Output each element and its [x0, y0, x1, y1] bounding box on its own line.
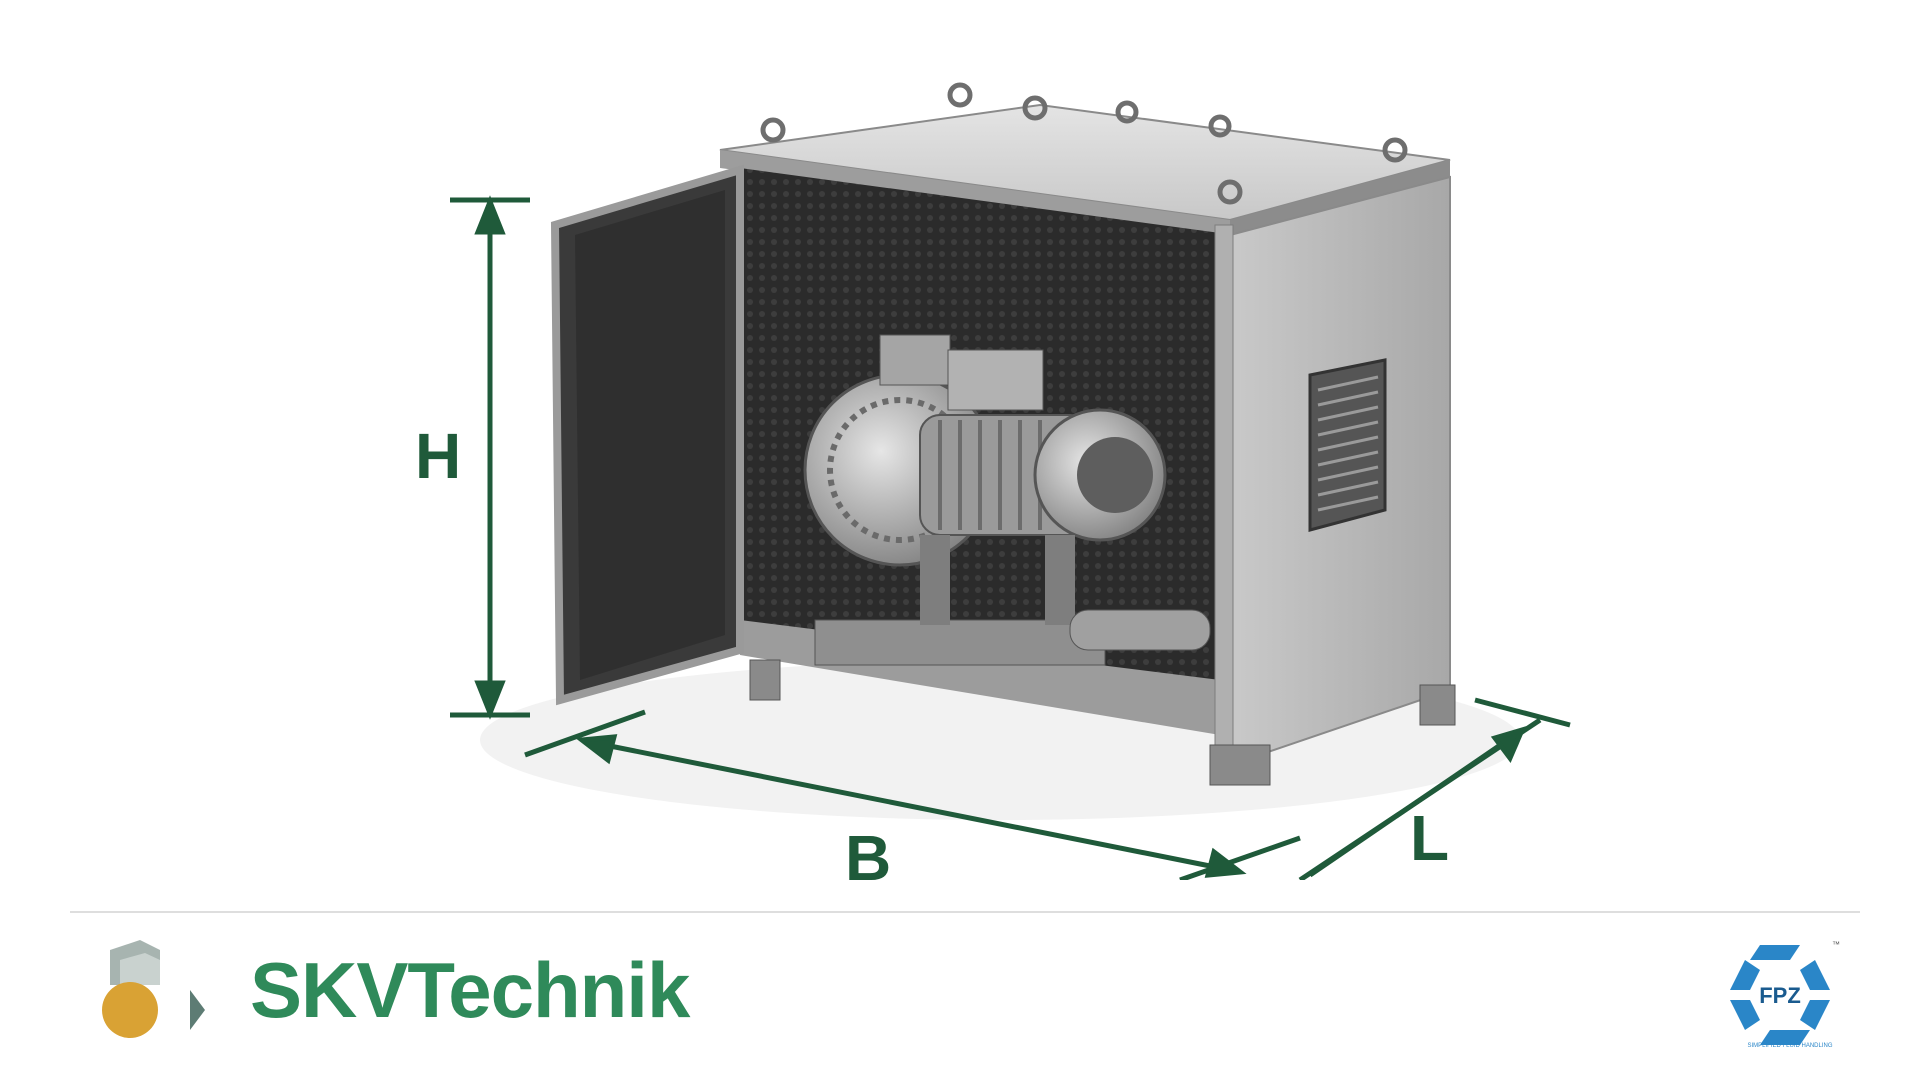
- dimension-label-width: B: [845, 822, 891, 880]
- footer-divider: [70, 911, 1860, 913]
- blower-enclosure-illustration: H B L: [415, 82, 1571, 880]
- dimension-lines: [450, 195, 1571, 880]
- ventilation-grille: [1308, 358, 1387, 532]
- fpz-logo: FPZ ™: [1730, 940, 1840, 1045]
- dimension-label-length: L: [1410, 802, 1449, 874]
- enclosure-feet: [749, 659, 1456, 786]
- enclosure-top-front-edge: [720, 150, 1230, 235]
- skvtechnik-logo-icon: [102, 940, 205, 1038]
- front-frame-post: [1214, 224, 1234, 746]
- lifting-eye-bolts: [760, 82, 1408, 205]
- door-inner-panel: [575, 190, 725, 680]
- side-channel-blower: [803, 334, 1211, 666]
- brand-footer: SKVTechnik: [100, 925, 690, 1055]
- enclosure-top-side-edge: [1230, 160, 1450, 235]
- brand-name: SKVTechnik: [250, 945, 690, 1034]
- fpz-trademark: ™: [1832, 940, 1840, 949]
- fpz-logo-text: FPZ: [1759, 983, 1801, 1008]
- fpz-tagline: SIMPLIFIED FLUID HANDLING: [1747, 1043, 1833, 1049]
- dimension-label-height: H: [415, 420, 461, 492]
